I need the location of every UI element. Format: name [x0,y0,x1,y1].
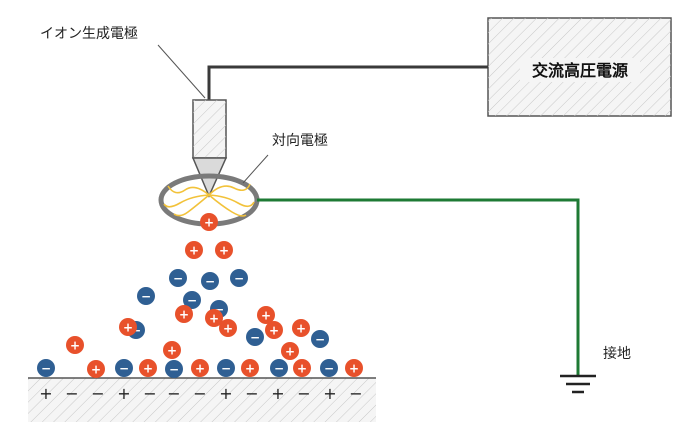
positive-ion: + [119,318,137,336]
discharge-sparks [163,183,255,217]
positive-ion: + [257,306,275,324]
positive-ion: + [293,359,311,377]
counter-electrode-label: 対向電極 [272,133,328,149]
svg-text:+: + [123,321,133,335]
svg-text:+: + [349,362,359,376]
positive-ion: + [66,336,84,354]
surface-minus-sign: − [167,384,180,403]
svg-text:+: + [204,216,214,230]
negative-ion: − [115,359,133,377]
positive-ion: + [205,309,223,327]
svg-text:−: − [173,272,183,286]
positive-ion: + [265,321,283,339]
positive-ion: + [87,360,105,378]
svg-text:−: − [221,362,231,376]
svg-text:−: − [141,290,151,304]
svg-text:+: + [70,339,80,353]
surface-plus-sign: + [117,384,130,403]
surface-plus-sign: + [39,384,52,403]
svg-text:+: + [297,362,307,376]
surface-plus-sign: + [323,384,336,403]
svg-text:−: − [315,333,325,347]
svg-text:+: + [179,308,189,322]
svg-text:−: − [324,362,334,376]
negative-ion: − [165,360,183,378]
surface-minus-sign: − [193,384,206,403]
svg-text:+: + [209,312,219,326]
svg-text:+: + [219,244,229,258]
surface-minus-sign: − [297,384,310,403]
negative-ion: − [37,359,55,377]
surface-charges: +−−+−−−+−+−+− [39,384,362,403]
svg-text:+: + [167,344,177,358]
svg-text:+: + [143,362,153,376]
negative-ion: − [137,287,155,305]
surface-plus-sign: + [271,384,284,403]
svg-text:−: − [234,272,244,286]
positive-ion: + [241,359,259,377]
negative-ion: − [183,291,201,309]
negative-ion: − [230,269,248,287]
surface-minus-sign: − [65,384,78,403]
svg-text:−: − [187,294,197,308]
svg-text:+: + [223,322,233,336]
negative-ion: − [270,359,288,377]
svg-text:+: + [189,244,199,258]
surface-minus-sign: − [143,384,156,403]
svg-text:−: − [169,363,179,377]
positive-ion: + [163,341,181,359]
negative-ion: − [201,272,219,290]
negative-ion: − [311,330,329,348]
hv-wire [207,65,488,100]
positive-ion: + [139,359,157,377]
ground-label: 接地 [603,345,631,362]
power-supply: 交流高圧電源 [487,17,672,117]
positive-ion: + [281,342,299,360]
svg-text:+: + [195,362,205,376]
surface-minus-sign: − [245,384,258,403]
positive-ion: + [200,213,218,231]
svg-text:−: − [274,362,284,376]
negative-ion: − [169,269,187,287]
negative-ion: − [320,359,338,377]
ion-electrode-leader [157,44,206,99]
positive-ion: + [191,359,209,377]
positive-ion: + [292,319,310,337]
svg-text:+: + [261,309,271,323]
surface-plus-sign: + [219,384,232,403]
ground-symbol-icon [560,374,596,394]
svg-text:−: − [250,331,260,345]
svg-text:−: − [214,303,224,317]
svg-text:+: + [269,324,279,338]
svg-text:+: + [91,363,101,377]
ion-electrode-label: イオン生成電極 [40,26,138,42]
positive-ion: + [219,319,237,337]
svg-text:+: + [245,362,255,376]
surface-minus-sign: − [349,384,362,403]
svg-text:−: − [205,275,215,289]
svg-text:−: − [119,362,129,376]
negative-ion: − [217,359,235,377]
negative-ion: − [246,328,264,346]
svg-text:−: − [41,362,51,376]
svg-text:+: + [285,345,295,359]
positive-ion: + [215,241,233,259]
power-supply-label: 交流高圧電源 [532,61,628,80]
positive-ion: + [345,359,363,377]
counter-electrode-leader [242,154,269,184]
positive-ion: + [185,241,203,259]
ion-electrode [191,99,228,198]
positive-ion: + [175,305,193,323]
ion-cloud: +++−−−−−+−+−++−+++−+++−+−+−+−+−+−+ [37,213,363,378]
ground-wire [257,198,580,375]
svg-text:+: + [296,322,306,336]
surface-minus-sign: − [91,384,104,403]
charged-surface [28,377,376,422]
